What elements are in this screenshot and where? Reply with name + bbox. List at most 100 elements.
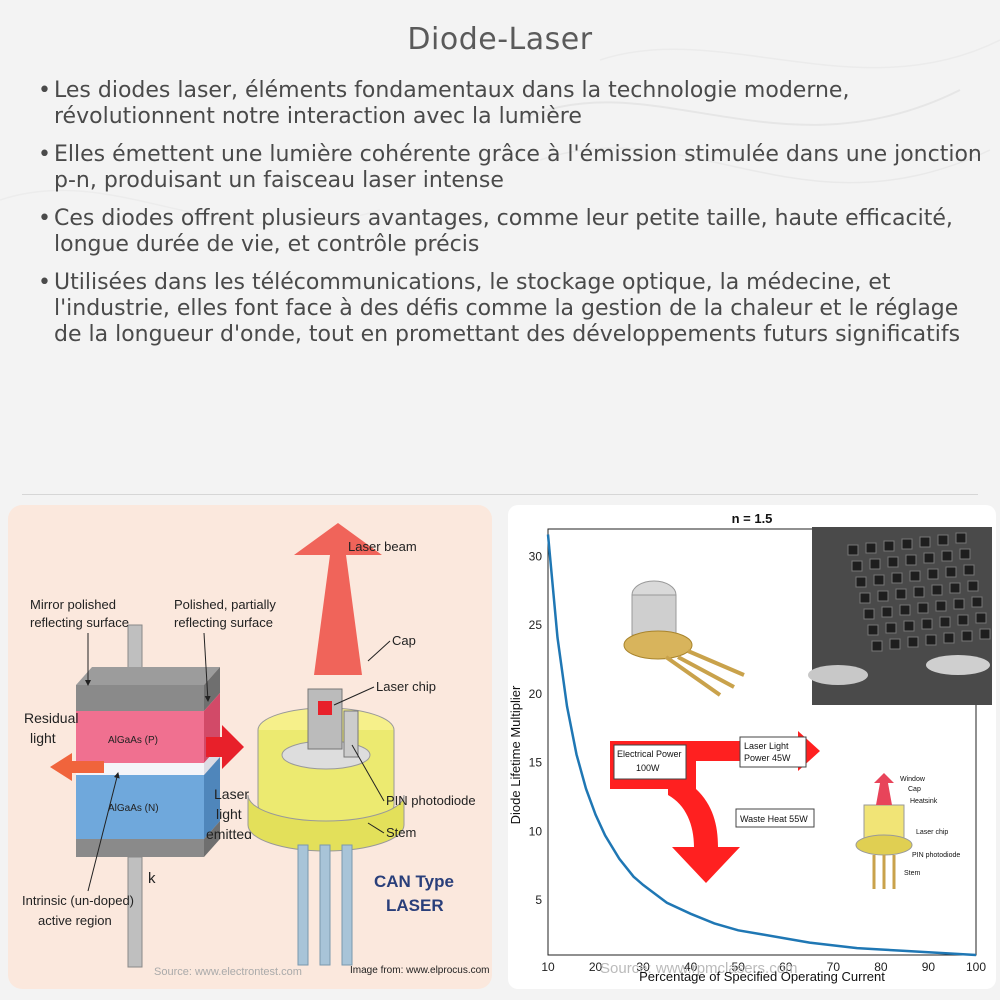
top-contact-front — [76, 685, 204, 711]
y-tick-label: 20 — [529, 687, 543, 701]
x-tick-label: 50 — [732, 960, 746, 974]
heatsink-fin — [923, 552, 935, 564]
intrinsic-label: Intrinsic (un-doped) — [22, 893, 134, 908]
heatsink-fin — [887, 556, 899, 568]
y-tick-label: 15 — [529, 756, 543, 770]
partial-mirror-label-2: reflecting surface — [174, 615, 273, 630]
waste-heat-arrow — [668, 789, 740, 883]
bullet-item: Utilisées dans les télécommunications, l… — [32, 270, 982, 348]
heatsink-fin — [971, 596, 983, 608]
bullet-item: Elles émettent une lumière cohérente grâ… — [32, 142, 982, 194]
p-layer-label: AlGaAs (P) — [108, 735, 158, 746]
bottom-contact — [76, 839, 204, 857]
heatsink-fin — [855, 576, 867, 588]
bullet-item: Ces diodes offrent plusieurs avantages, … — [32, 206, 982, 258]
x-tick-label: 80 — [874, 960, 888, 974]
y-tick-label: 5 — [535, 893, 542, 907]
lead-pin — [297, 844, 309, 966]
source-credit: Source: www.electrontest.com — [154, 966, 302, 978]
photodiode-label: PIN photodiode — [386, 793, 476, 808]
heatsink-fin — [859, 592, 871, 604]
heatsink-fin — [959, 548, 971, 560]
page-title: Diode-Laser — [407, 22, 593, 57]
heatsink-fin — [921, 618, 933, 630]
mini-heatsink-label: Heatsink — [910, 798, 938, 805]
heatsink-fin — [847, 544, 859, 556]
mini-cap-label: Cap — [908, 786, 921, 793]
source-credit: Source: www.rpmclasers.com — [600, 960, 798, 977]
heatsink-fin — [871, 640, 883, 652]
x-tick-label: 90 — [922, 960, 936, 974]
emitted-label: Laser — [214, 786, 249, 802]
waste-heat-label: Waste Heat 55W — [740, 814, 808, 824]
laser-light-power-value: Power 45W — [744, 753, 791, 763]
beam-label: Laser beam — [348, 539, 417, 554]
bullet-list: Les diodes laser, éléments fondamentaux … — [32, 78, 982, 360]
mirror-label-2: reflecting surface — [30, 615, 129, 630]
p-layer — [76, 711, 204, 763]
y-axis-label: Diode Lifetime Multiplier — [508, 685, 523, 824]
heatsink-fin — [949, 582, 961, 594]
laser-beam-arrow — [294, 523, 382, 675]
stem-label: Stem — [386, 825, 416, 840]
heatsink-fin — [953, 598, 965, 610]
active-region — [76, 763, 204, 775]
n-layer-label: AlGaAs (N) — [108, 803, 159, 814]
heatsink-fin — [863, 608, 875, 620]
x-tick-label: 100 — [966, 960, 986, 974]
heatsink-fin — [851, 560, 863, 572]
heatsink-fin — [885, 622, 897, 634]
heatsink-fin — [895, 588, 907, 600]
divider — [22, 494, 978, 495]
heatsink-fin — [919, 536, 931, 548]
heatsink-fin — [881, 606, 893, 618]
heatsink-fin — [931, 584, 943, 596]
x-tick-label: 40 — [684, 960, 698, 974]
heatsink-fin — [957, 614, 969, 626]
mini-chip-label: Laser chip — [916, 829, 948, 836]
heatsink-fin — [889, 638, 901, 650]
residual-light-arrow — [50, 753, 104, 781]
series-line — [546, 534, 977, 957]
cathode-wire — [127, 856, 143, 968]
stem-base — [247, 794, 405, 852]
heatsink-fin — [979, 628, 991, 640]
heatsink-fin — [907, 636, 919, 648]
can-type-label-2: LASER — [386, 896, 444, 915]
heatsink-fin — [917, 602, 929, 614]
laser-light-arrow — [206, 725, 244, 769]
heatsink-fin — [955, 532, 967, 544]
x-axis-label: Percentage of Specified Operating Curren… — [639, 969, 885, 984]
electrical-power-value: 100W — [636, 763, 660, 773]
heatsink-fin — [865, 542, 877, 554]
y-tick-label: 10 — [529, 824, 543, 838]
heatsink-fin — [901, 538, 913, 550]
heatsink-fin — [891, 572, 903, 584]
heatsink-fin — [913, 586, 925, 598]
heatsink-fin — [975, 612, 987, 624]
image-credit: Image from: www.elprocus.com — [350, 965, 490, 976]
heatsink-fin — [903, 620, 915, 632]
lead-pin — [341, 844, 353, 966]
heatsink-fin — [867, 624, 879, 636]
heatsink-fin — [937, 534, 949, 546]
heatsink-fin — [899, 604, 911, 616]
chip-label: Laser chip — [376, 679, 436, 694]
laser-chip-mount — [307, 688, 343, 750]
heatsink-fin — [961, 630, 973, 642]
heatsink-fin — [877, 590, 889, 602]
heatsink-fin — [905, 554, 917, 566]
partial-mirror-label: Polished, partially — [174, 597, 276, 612]
n-layer — [76, 775, 204, 839]
laser-chip — [318, 701, 332, 715]
heatsink-fin — [935, 600, 947, 612]
x-tick-label: 10 — [541, 960, 555, 974]
heatsink-fin — [939, 616, 951, 628]
chart-title: n = 1.5 — [732, 511, 773, 526]
mini-pin-label: PIN photodiode — [912, 852, 960, 859]
laser-diode-structure-figure: a AlGaAs (P) AlGaAs (N) k Mirror polishe… — [8, 505, 492, 989]
heatsink-fin — [967, 580, 979, 592]
heatsink-fin — [943, 632, 955, 644]
